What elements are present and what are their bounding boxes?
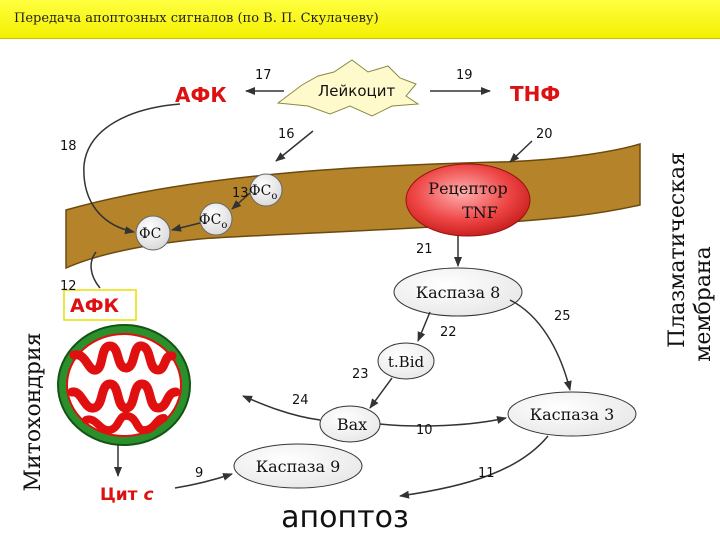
arrows [83,87,572,499]
arrow-22 [417,311,431,342]
step-numbers: 17 19 16 18 20 13 21 12 22 25 23 24 10 9… [60,68,571,481]
arrow-23 [369,377,393,409]
title-bar: Передача апоптозных сигналов (по В. П. С… [0,0,720,39]
tbid-label: t.Bid [388,353,425,371]
caspase8-label: Каспаза 8 [416,283,501,302]
num-12: 12 [60,279,77,294]
num-20: 20 [536,127,553,142]
fso-lower-label: ФСо [199,212,227,231]
arrow-11 [399,435,549,499]
tbid-node [377,342,435,380]
fs-bubble-left [135,215,171,251]
caspase3-label: Каспаза 3 [530,405,615,424]
mitochondrion [57,324,191,446]
arrow-13 [231,192,251,210]
num-16: 16 [278,127,295,142]
num-24: 24 [292,393,309,408]
arrow-12 [90,251,101,289]
membrane-side-label-line1: Плазматическая [665,152,690,348]
afk-left-label: АФК [70,295,120,317]
arrow-fs [171,222,201,232]
arrow-25 [509,299,572,391]
mitochondria-side-label: Митохондрия [21,332,46,491]
num-17: 17 [255,68,272,83]
fs-left-label: ФС [139,226,161,242]
num-10: 10 [416,423,433,438]
num-18: 18 [60,139,77,154]
receptor-label-line1: Рецептор [428,179,507,198]
num-9: 9 [195,466,203,481]
bax-label: Bax [337,415,367,434]
apoptosis-label: апоптоз [281,500,409,535]
membrane-side-label-line2: мембрана [691,246,716,361]
tnf-top-label: ТНФ [510,82,560,106]
num-13: 13 [232,186,249,201]
num-19: 19 [456,68,473,83]
leukocyte-cell [276,59,420,117]
num-11: 11 [478,466,495,481]
fso-bubble-lower [199,202,233,236]
caspase9-node [233,443,363,489]
cyt-c-label: Цит с [100,485,154,505]
num-25: 25 [554,309,571,324]
arrow-16 [275,130,314,162]
num-22: 22 [440,325,457,340]
ros-box [63,289,137,321]
arrow-24 [242,395,321,421]
page-title: Передача апоптозных сигналов (по В. П. С… [14,11,379,26]
caspase9-label: Каспаза 9 [256,457,341,476]
arrow-20 [509,140,533,163]
fso-bubble-upper [249,173,283,207]
num-23: 23 [352,367,369,382]
arrow-18 [83,103,181,235]
fso-upper-label: ФСо [249,183,277,202]
tnf-receptor [405,163,531,237]
num-21: 21 [416,242,433,257]
afk-top-label: АФК [175,83,227,107]
receptor-label-line2: TNF [462,203,498,222]
arrow-10 [379,416,507,427]
arrow-9 [174,473,233,489]
leukocyte-label: Лейкоцит [318,82,395,100]
caspase8-node [393,267,523,317]
caspase3-node [507,391,637,437]
